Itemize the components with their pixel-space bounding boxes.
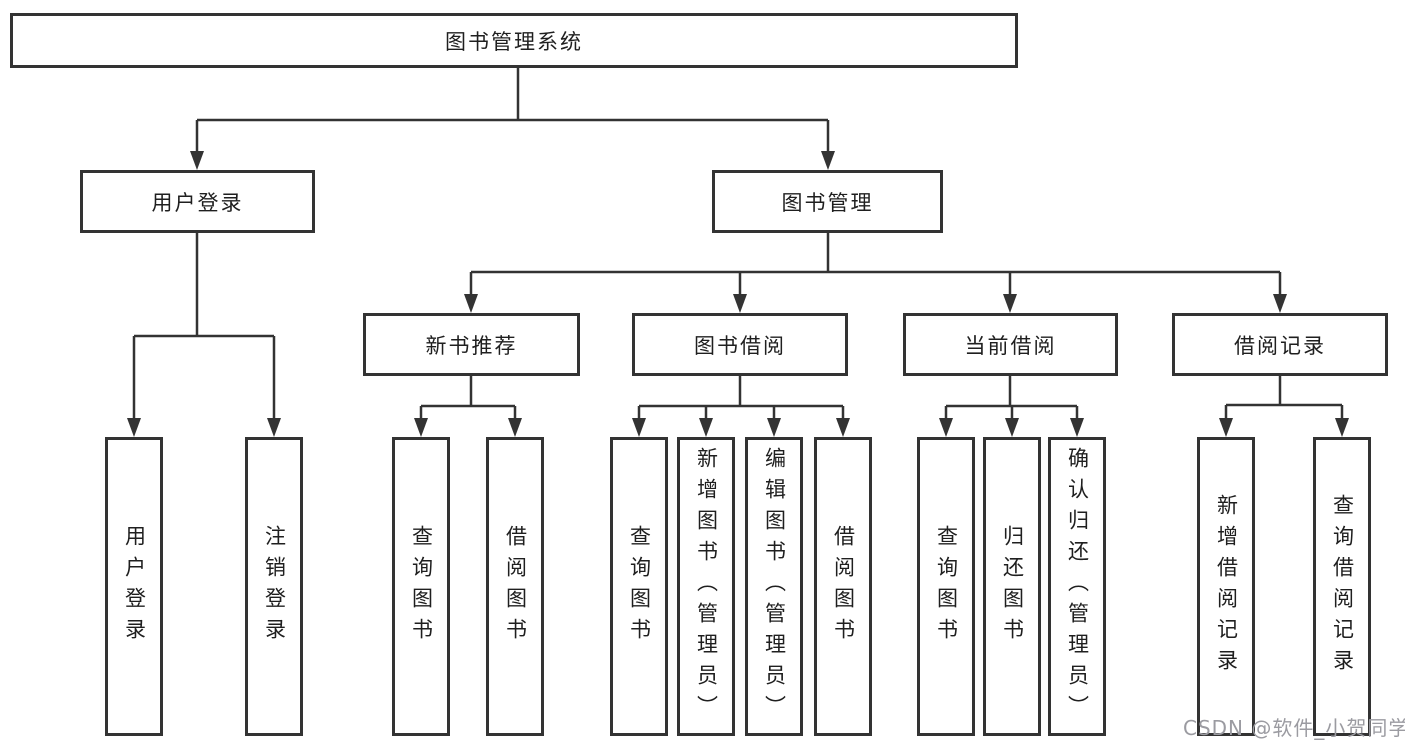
- arrow-icon: [632, 418, 646, 437]
- connector-user-login: [132, 233, 276, 418]
- connector-current-borrow: [944, 376, 1079, 418]
- arrow-icon: [821, 151, 835, 170]
- connector-borrow-records: [1224, 376, 1344, 418]
- node-new-book-recommend-label: 新书推荐: [425, 333, 518, 358]
- arrow-icon: [508, 418, 522, 437]
- arrow-icon: [733, 294, 747, 313]
- node-borrow-records-label: 借阅记录: [1234, 333, 1326, 358]
- leaf-query-books-2: 查询图书: [610, 437, 668, 736]
- connector-book-management: [469, 232, 1282, 294]
- leaf-confirm-return-admin: 确认归还（管理员）: [1048, 437, 1106, 736]
- leaf-borrow-books-1-label: 借阅图书: [503, 524, 528, 649]
- arrow-icon: [1070, 418, 1084, 437]
- node-book-management-label: 图书管理: [781, 190, 874, 215]
- leaf-query-books-3-label: 查询图书: [934, 524, 959, 649]
- leaf-edit-book-admin-label: 编辑图书（管理员）: [762, 447, 787, 726]
- leaf-add-book-admin-label: 新增图书（管理员）: [694, 447, 719, 726]
- node-new-book-recommend: 新书推荐: [363, 313, 580, 376]
- node-book-borrow: 图书借阅: [632, 313, 848, 376]
- arrow-icon: [464, 294, 478, 313]
- leaf-query-borrow-record: 查询借阅记录: [1313, 437, 1371, 736]
- arrow-icon: [1335, 418, 1349, 437]
- node-book-borrow-label: 图书借阅: [694, 333, 786, 358]
- leaf-add-book-admin: 新增图书（管理员）: [677, 437, 735, 736]
- leaf-user-login-label: 用户登录: [122, 524, 147, 649]
- arrow-icon: [127, 418, 141, 437]
- leaf-borrow-books-2: 借阅图书: [814, 437, 872, 736]
- node-root: 图书管理系统: [10, 13, 1018, 68]
- node-user-login-label: 用户登录: [151, 190, 244, 215]
- leaf-add-borrow-record: 新增借阅记录: [1197, 437, 1255, 736]
- leaf-query-books-2-label: 查询图书: [627, 524, 652, 649]
- arrow-icon: [190, 151, 204, 170]
- leaf-borrow-books-1: 借阅图书: [486, 437, 544, 736]
- node-book-management: 图书管理: [712, 170, 943, 233]
- leaf-logout: 注销登录: [245, 437, 303, 736]
- connector-book-borrow: [637, 376, 845, 418]
- connector-root: [195, 68, 830, 151]
- arrow-icon: [939, 418, 953, 437]
- leaf-add-borrow-record-label: 新增借阅记录: [1214, 493, 1239, 680]
- arrow-icon: [1273, 294, 1287, 313]
- leaf-confirm-return-admin-label: 确认归还（管理员）: [1065, 447, 1090, 726]
- leaf-query-books-3: 查询图书: [917, 437, 975, 736]
- node-user-login: 用户登录: [80, 170, 315, 233]
- arrow-icon: [1219, 418, 1233, 437]
- csdn-watermark: CSDN @软件_小贺同学: [1183, 716, 1405, 740]
- arrow-icon: [414, 418, 428, 437]
- node-current-borrow-label: 当前借阅: [964, 333, 1057, 358]
- node-borrow-records: 借阅记录: [1172, 313, 1388, 376]
- arrow-icon: [836, 418, 850, 437]
- connector-new-book: [419, 376, 517, 418]
- arrow-icon: [1005, 418, 1019, 437]
- leaf-query-books-1-label: 查询图书: [409, 524, 434, 649]
- leaf-user-login: 用户登录: [105, 437, 163, 736]
- leaf-edit-book-admin: 编辑图书（管理员）: [745, 437, 803, 736]
- arrow-icon: [1003, 294, 1017, 313]
- leaf-return-book-label: 归还图书: [1000, 524, 1025, 649]
- leaf-query-books-1: 查询图书: [392, 437, 450, 736]
- leaf-logout-label: 注销登录: [262, 524, 287, 649]
- node-root-label: 图书管理系统: [445, 29, 583, 54]
- node-current-borrow: 当前借阅: [903, 313, 1118, 376]
- leaf-query-borrow-record-label: 查询借阅记录: [1330, 493, 1355, 680]
- arrow-icon: [767, 418, 781, 437]
- leaf-borrow-books-2-label: 借阅图书: [831, 524, 856, 649]
- leaf-return-book: 归还图书: [983, 437, 1041, 736]
- arrowheads: [127, 151, 1349, 437]
- arrow-icon: [267, 418, 281, 437]
- arrow-icon: [699, 418, 713, 437]
